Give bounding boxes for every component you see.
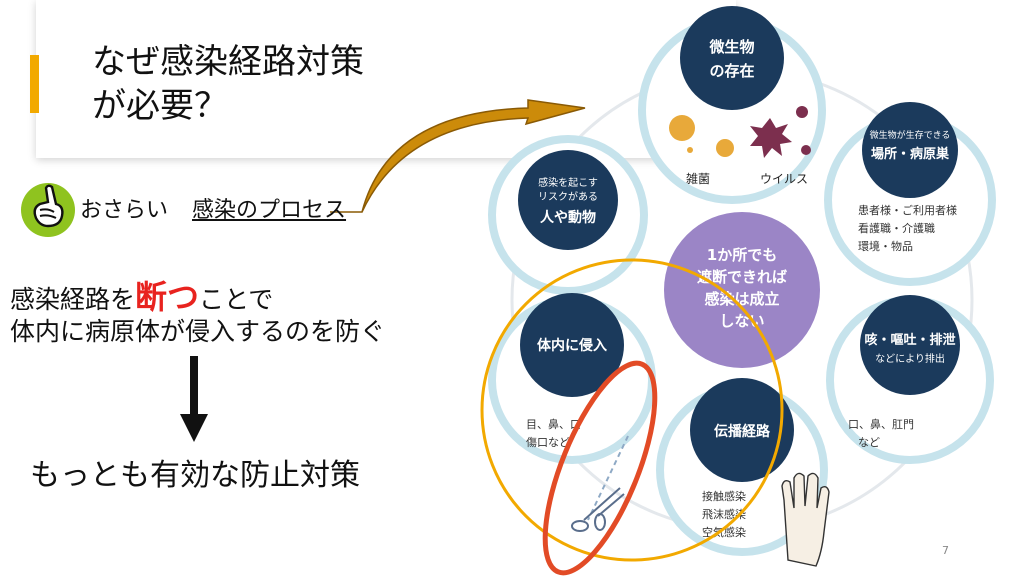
slide-title: なぜ感染経路対策 が必要？ (92, 42, 364, 126)
hand-icon (781, 472, 830, 567)
reservoir-bullet-2: 看護職・介護職 (858, 221, 935, 235)
host-caption-1: 感染を起こす (538, 176, 598, 189)
title-accent-bar (30, 55, 39, 113)
exit-title: 咳・嘔吐・排泄 (864, 332, 955, 348)
cut-highlight-ellipse (542, 360, 658, 576)
conclusion-text: もっとも有効な防止対策 (30, 458, 360, 493)
node-reservoir: 微生物が生存できる 場所・病原巣 患者様・ご利用者様 看護職・介護職 環境・物品 (824, 102, 996, 286)
node-microbe: 微生物 の存在 雑菌 ウイルス (638, 6, 826, 204)
node-transmission-route: 伝播経路 接触感染 飛沫感染 空気感染 (656, 378, 828, 556)
host-caption-2: リスクがある (538, 190, 598, 203)
review-topic: 感染のプロセス (192, 198, 347, 223)
virus-label: ウイルス (760, 172, 808, 186)
statement-post: ことで (199, 285, 274, 314)
center-line-1: 1か所でも (707, 246, 777, 264)
route-bullet-1: 接触感染 (702, 489, 746, 503)
entry-title: 体内に侵入 (537, 337, 607, 354)
reservoir-bullet-3: 環境・物品 (858, 239, 913, 253)
microbe-title-1: 微生物 (708, 38, 754, 56)
bacteria-label: 雑菌 (686, 171, 710, 186)
node-susceptible-host: 感染を起こす リスクがある 人や動物 (488, 135, 648, 295)
reservoir-bullet-1: 患者様・ご利用者様 (858, 203, 957, 217)
statement-pre: 感染経路を (10, 285, 136, 314)
title-card (36, 0, 736, 158)
pointing-hand-icon (21, 183, 75, 237)
center-line-3: 感染は成立 (704, 290, 779, 308)
cut-line (587, 435, 629, 521)
main-statement-line-2: 体内に病原体が侵入するのを防ぐ (10, 317, 386, 346)
center-line-2: 遮断できれば (697, 268, 787, 286)
center-line-4: しない (719, 312, 764, 330)
infection-process-diagram: 微生物 の存在 雑菌 ウイルス 微生物が生存できる 場所・病原巣 患者様・ご利用… (480, 6, 996, 576)
statement-highlight: 断つ (135, 278, 200, 316)
page-number: 7 (942, 544, 949, 557)
bacteria-icon (669, 115, 734, 157)
curved-arrow (330, 99, 586, 213)
highlight-circle (480, 258, 784, 562)
down-arrow-icon (180, 356, 208, 442)
reservoir-caption: 微生物が生存できる (870, 129, 951, 141)
node-exit: 咳・嘔吐・排泄 などにより排出 口、鼻、肛門 など (826, 295, 994, 464)
main-statement-line-1: 感染経路を断つことで (10, 272, 273, 318)
exit-bullet-2: など (858, 436, 880, 449)
node-portal-of-entry: 体内に侵入 目、鼻、口 傷口など (488, 293, 656, 464)
entry-bullet-1: 目、鼻、口 (526, 417, 581, 431)
reservoir-title: 場所・病原巣 (871, 146, 950, 162)
review-row: おさらい 感染のプロセス (18, 178, 346, 238)
virus-icon (750, 106, 811, 158)
exit-bullet-1: 口、鼻、肛門 (848, 417, 914, 431)
review-label: おさらい (80, 198, 169, 223)
microbe-title-2: の存在 (709, 62, 754, 80)
entry-bullet-2: 傷口など (526, 435, 570, 449)
scissors-icon (571, 487, 625, 532)
route-title: 伝播経路 (714, 423, 771, 440)
host-title: 人や動物 (540, 209, 596, 226)
node-center-message: 1か所でも 遮断できれば 感染は成立 しない (664, 212, 820, 368)
exit-caption: などにより排出 (875, 352, 945, 365)
